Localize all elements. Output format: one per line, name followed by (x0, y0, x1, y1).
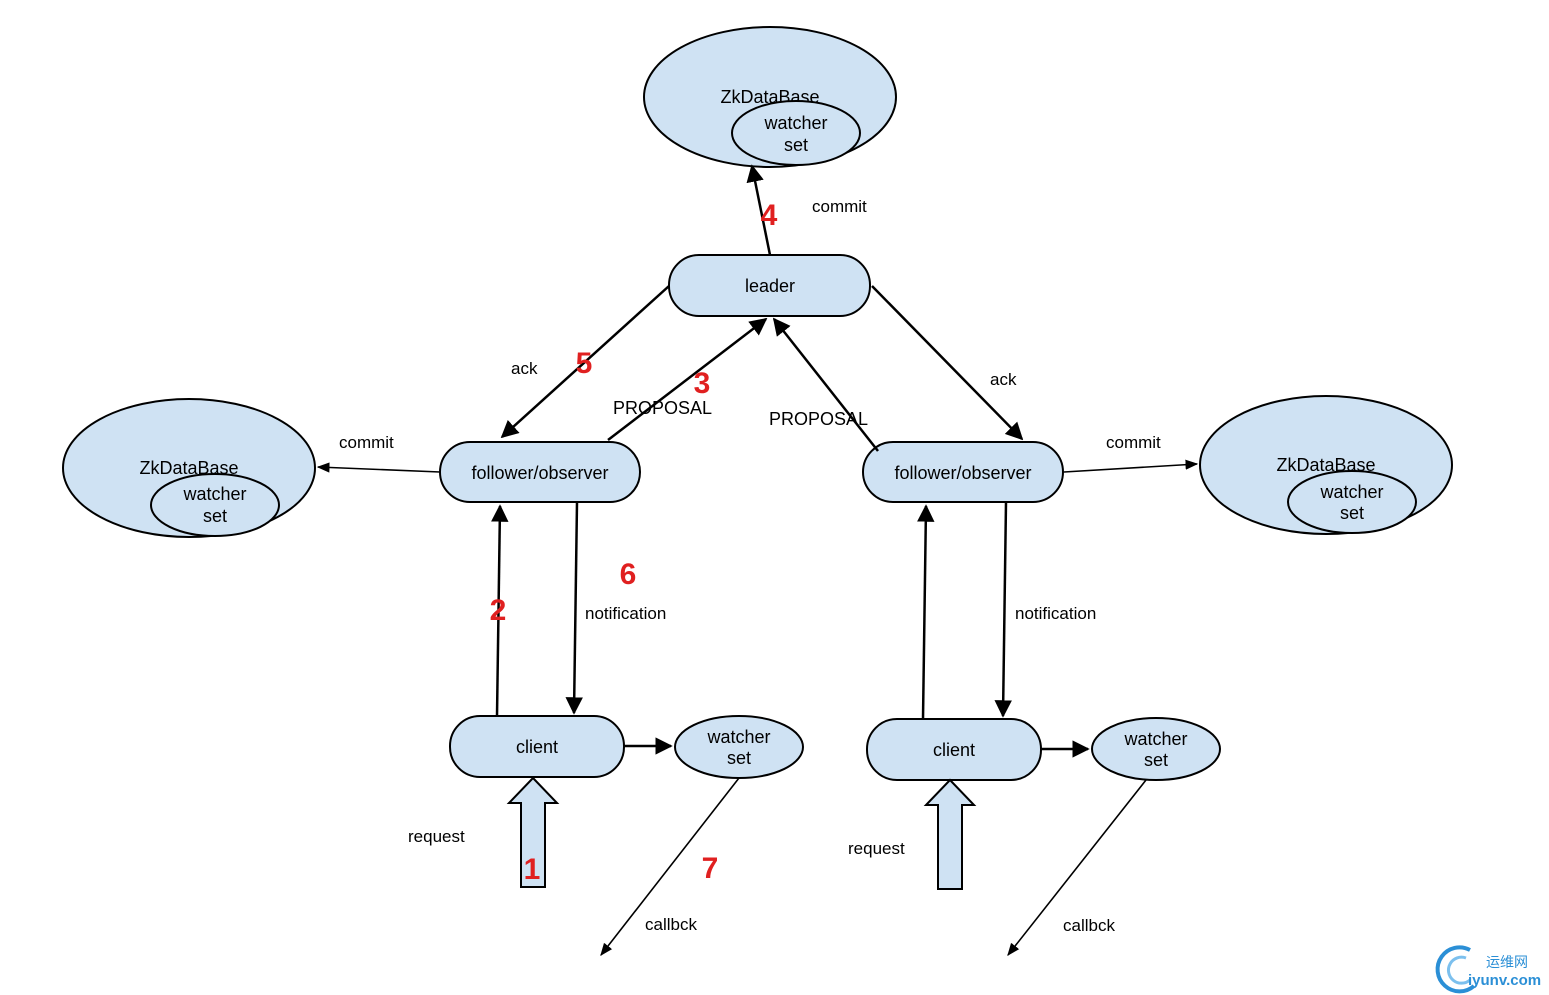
label-commit-right: commit (1106, 433, 1161, 452)
follower-observer-left: follower/observer (439, 441, 641, 503)
step-number-1: 1 (524, 853, 541, 886)
edge-callback-right (1007, 779, 1147, 957)
client-watcher-right-line2: set (1144, 750, 1168, 770)
client-watcher-left-line1: watcher (706, 727, 770, 747)
edge-leader-ack-right (871, 285, 1024, 441)
zkdatabase-left-label: ZkDataBase (139, 458, 238, 478)
watcher-set-top-line2: set (784, 135, 808, 155)
label-callback-right: callbck (1063, 916, 1115, 935)
label-commit-top: commit (812, 197, 867, 216)
request-block-arrow-right (923, 778, 977, 890)
follower-right-label: follower/observer (894, 463, 1031, 483)
leader-label: leader (745, 276, 795, 296)
watermark-swirl-icon (1435, 945, 1476, 994)
step-number-6: 6 (620, 558, 637, 591)
follower-observer-right: follower/observer (862, 441, 1064, 503)
label-commit-left: commit (339, 433, 394, 452)
label-proposal-right: PROPOSAL (769, 409, 868, 429)
label-request-left: request (408, 827, 465, 846)
step-number-4: 4 (761, 199, 778, 232)
client-watcher-right-line1: watcher (1123, 729, 1187, 749)
zkdatabase-top: ZkDataBase watcher set (643, 26, 897, 168)
watcher-set-top-line1: watcher (763, 113, 827, 133)
label-ack-left: ack (511, 359, 538, 378)
step-number-5: 5 (576, 347, 593, 380)
watcher-set-left-line2: set (203, 506, 227, 526)
watermark-domain: iyunv.com (1468, 972, 1541, 989)
client-watcher-left-line2: set (727, 748, 751, 768)
watermark-site-name: 运维网 (1486, 954, 1528, 970)
edge-callback-left (600, 777, 740, 957)
label-notification-right: notification (1015, 604, 1096, 623)
edge-client-to-follower-left (491, 504, 509, 717)
edge-proposal-right (772, 317, 879, 452)
edge-leader-to-zk-top (746, 164, 772, 256)
label-request-right: request (848, 839, 905, 858)
edge-commit-right (1063, 459, 1199, 473)
zkdatabase-right-label: ZkDataBase (1276, 455, 1375, 475)
zkdatabase-right: ZkDataBase watcher set (1199, 395, 1453, 535)
client-right-label: client (933, 740, 975, 760)
label-notification-left: notification (585, 604, 666, 623)
label-callback-left: callbck (645, 915, 697, 934)
edge-notification-right (994, 501, 1012, 718)
label-proposal-left: PROPOSAL (613, 398, 712, 418)
edge-leader-ack-left (500, 285, 670, 439)
client-left-label: client (516, 737, 558, 757)
edge-client-to-follower-right (917, 504, 935, 720)
zkdatabase-left: ZkDataBase watcher set (62, 398, 316, 538)
request-block-arrow-left (506, 776, 560, 888)
watermark-logo: 运维网 iyunv.com (1435, 945, 1541, 994)
step-number-7: 7 (702, 852, 719, 885)
label-ack-right: ack (990, 370, 1017, 389)
step-number-2: 2 (490, 594, 507, 627)
client-left: client (449, 715, 625, 778)
client-right: client (866, 718, 1042, 781)
edge-commit-left (316, 462, 441, 473)
watcher-set-right-line2: set (1340, 503, 1364, 523)
client-watcher-set-left: watcher set (674, 715, 804, 779)
edge-notification-left (565, 501, 583, 715)
watcher-set-right-line1: watcher (1319, 482, 1383, 502)
step-number-3: 3 (694, 367, 711, 400)
edge-proposal-left (607, 317, 768, 441)
watcher-set-left-line1: watcher (182, 484, 246, 504)
leader-node: leader (668, 254, 871, 317)
follower-left-label: follower/observer (471, 463, 608, 483)
client-watcher-set-right: watcher set (1091, 717, 1221, 781)
